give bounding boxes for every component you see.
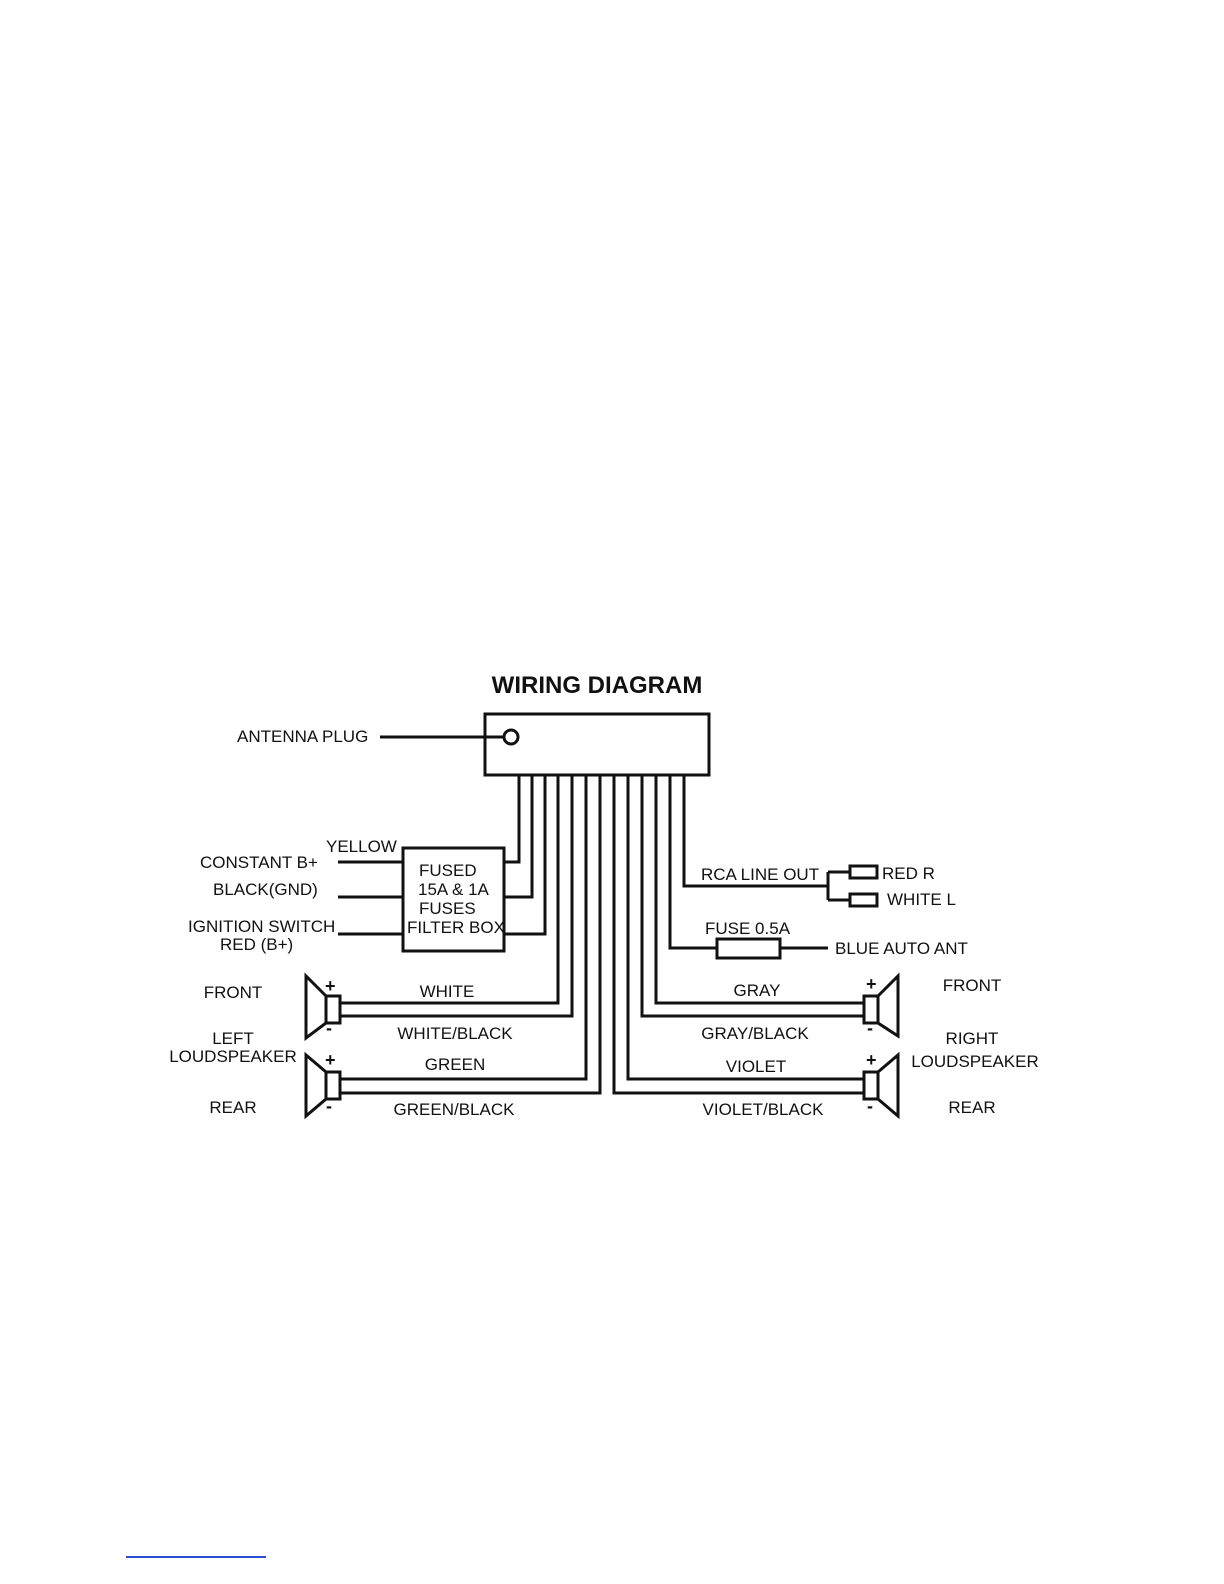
red-b-plus-label: RED (B+) (220, 935, 293, 954)
right-rear-minus: - (867, 1096, 873, 1116)
rca-plug-red (848, 864, 879, 880)
left-rear-speaker-icon (304, 1051, 342, 1120)
left-rear-label: REAR (209, 1098, 256, 1117)
gray-wire (654, 775, 864, 1005)
rca-white-l-label: WHITE L (887, 890, 956, 909)
rca-red-r-label: RED R (882, 864, 935, 883)
left-front-plus: + (325, 976, 336, 996)
rca-line-out-label: RCA LINE OUT (701, 865, 819, 884)
violet-black-label: VIOLET/BLACK (703, 1100, 825, 1119)
violet-label: VIOLET (726, 1057, 786, 1076)
fuse-box-line-4: FILTER BOX (407, 918, 505, 937)
rca-line-out-wire (682, 775, 828, 888)
right-rear-label: REAR (948, 1098, 995, 1117)
left-loudspeaker-label: LOUDSPEAKER (169, 1047, 297, 1066)
black-gnd-label: BLACK(GND) (213, 880, 318, 899)
white-label: WHITE (420, 982, 475, 1001)
right-loudspeaker-label: LOUDSPEAKER (911, 1052, 1039, 1071)
ignition-switch-label: IGNITION SWITCH (188, 917, 335, 936)
violet-black-wire (612, 775, 864, 1095)
right-front-minus: - (867, 1018, 873, 1038)
gray-black-label: GRAY/BLACK (701, 1024, 809, 1043)
blue-auto-ant-wire (668, 775, 717, 950)
constant-b-plus-label: CONSTANT B+ (200, 853, 318, 872)
left-rear-minus: - (326, 1096, 332, 1116)
fuse-filter-box (401, 846, 506, 953)
fuse-box-line-2: 15A & 1A (418, 880, 490, 899)
gray-label: GRAY (734, 981, 781, 1000)
right-rear-speaker-icon (862, 1051, 900, 1120)
left-label: LEFT (212, 1029, 254, 1048)
left-front-label: FRONT (204, 983, 263, 1002)
fuse-box-line-3: FUSES (419, 899, 476, 918)
green-black-wire (340, 775, 602, 1095)
left-front-minus: - (326, 1018, 332, 1038)
left-rear-plus: + (325, 1050, 336, 1070)
white-black-label: WHITE/BLACK (397, 1024, 513, 1043)
gray-black-wire (640, 775, 864, 1018)
fuse-0-5a-label: FUSE 0.5A (705, 919, 791, 938)
black-harness-wire (504, 775, 534, 899)
right-front-plus: + (866, 974, 877, 994)
left-front-speaker-icon (304, 972, 342, 1041)
right-label: RIGHT (946, 1029, 999, 1048)
violet-wire (626, 775, 864, 1081)
right-rear-plus: + (866, 1050, 877, 1070)
rca-plug-white (848, 892, 879, 908)
head-unit-box (483, 712, 711, 777)
footer-rule (126, 1556, 266, 1558)
fuse-box-line-1: FUSED (419, 861, 477, 880)
yellow-harness-wire (504, 775, 521, 864)
white-wire (340, 775, 560, 1005)
yellow-label: YELLOW (326, 837, 397, 856)
antenna-plug-label: ANTENNA PLUG (237, 727, 368, 746)
right-front-speaker-icon (862, 972, 900, 1039)
red-harness-wire (504, 775, 547, 936)
green-wire (340, 775, 588, 1081)
diagram-title: WIRING DIAGRAM (492, 672, 703, 699)
green-label: GREEN (425, 1055, 485, 1074)
white-black-wire (340, 775, 574, 1018)
fuse-0-5a (715, 937, 782, 960)
blue-auto-ant-label: BLUE AUTO ANT (835, 939, 968, 958)
right-front-label: FRONT (943, 976, 1002, 995)
green-black-label: GREEN/BLACK (394, 1100, 516, 1119)
